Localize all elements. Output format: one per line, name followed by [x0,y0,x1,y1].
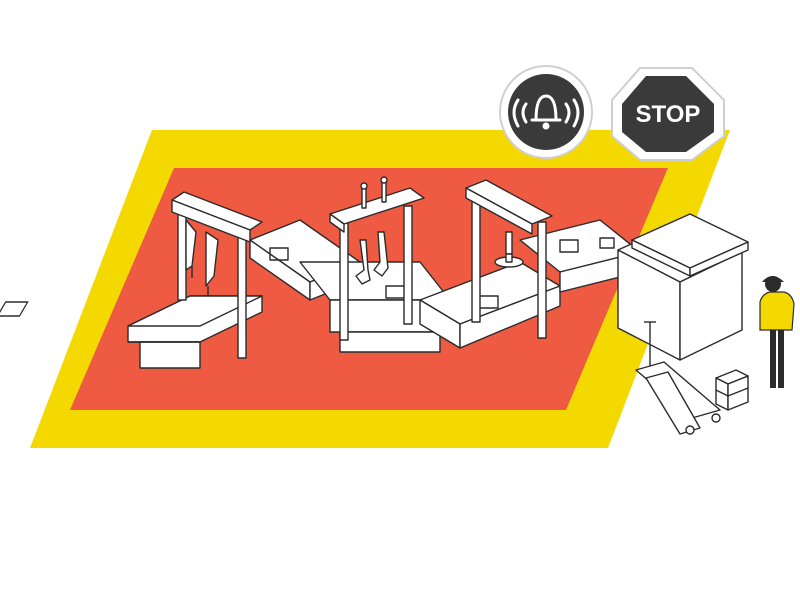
robot-gantry-2 [329,176,425,341]
box-stack-icon [715,369,749,411]
wrench-icon [355,239,371,285]
wrench-icon [373,231,389,277]
robot-gantry-3 [465,179,553,339]
worker-icon [759,276,795,388]
conveyor-segment-1 [0,295,263,369]
robot-gantry-1 [171,191,263,359]
stop-sign: STOP [611,67,725,161]
alarm-bell-icon [512,94,580,130]
stop-sign-label: STOP [636,101,701,128]
robot-arm-icon [185,219,219,296]
pallet-jack-icon [635,321,721,435]
alarm-sign [499,65,593,159]
safety-enclosure [617,213,749,361]
